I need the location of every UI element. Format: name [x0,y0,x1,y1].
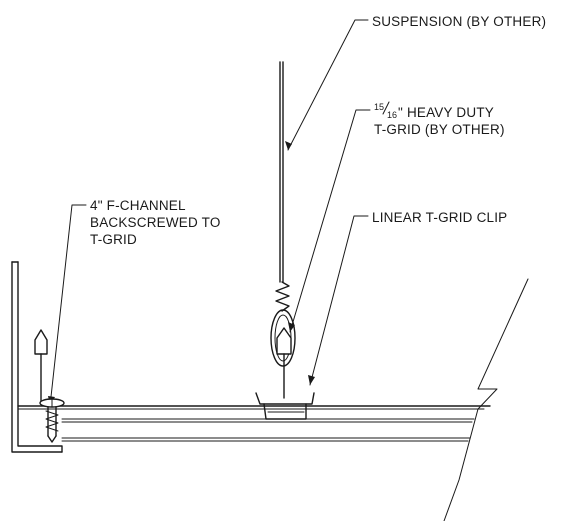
linear-tgrid-clip [255,392,315,420]
label-tgrid: 15 16 " HEAVY DUTY T-GRID (BY OTHER) [374,101,505,137]
wire-loop-outer [270,309,296,367]
left-tee-and-screw [34,329,65,443]
label-fchannel-line1: 4" F-CHANNEL [90,198,186,213]
ceiling-panel [17,405,491,442]
f-channel-inner [17,261,63,453]
label-tgrid-line1: " HEAVY DUTY [398,105,494,120]
tgrid-bulb [276,327,292,355]
leader-clip [309,215,369,386]
left-tee-bulb [34,329,48,355]
leader-suspension [287,19,369,151]
label-tgrid-line2: T-GRID (BY OTHER) [374,122,505,137]
fraction-slash [382,101,390,115]
label-tgrid-fraction-numerator: 15 [374,102,384,112]
label-tgrid-fraction-denominator: 16 [387,110,397,120]
leader-fchannel [49,204,87,407]
screw-thread [45,410,59,432]
center-tgrid [276,327,292,399]
label-fchannel-line3: T-GRID [90,232,137,247]
break-line [443,278,529,521]
f-channel-outer [11,261,63,453]
label-fchannel-line2: BACKSCREWED TO [90,215,221,230]
label-fchannel: 4" F-CHANNEL BACKSCREWED TO T-GRID [90,198,221,247]
leader-tgrid [289,109,371,333]
clip-body [255,392,315,420]
label-suspension: SUSPENSION (BY OTHER) [372,14,546,29]
f-channel [11,261,63,453]
leader-clip-arrow [308,375,315,385]
wire-twist [275,281,290,312]
leader-suspension-arrow [285,141,292,150]
suspension-wire [270,61,296,367]
label-linear-tgrid-clip: LINEAR T-GRID CLIP [372,210,507,225]
screw-tip [47,435,57,443]
